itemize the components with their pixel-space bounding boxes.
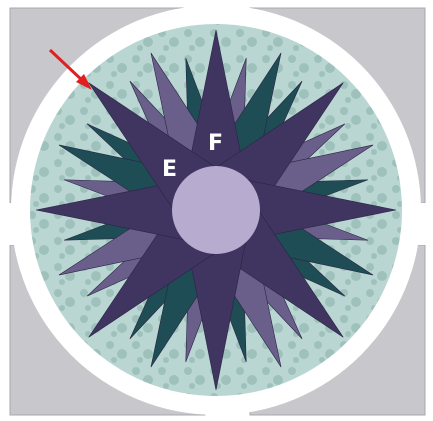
center-circle — [172, 166, 260, 254]
ring-gap-bottom — [206, 392, 246, 421]
label-e: E — [162, 157, 177, 182]
ring-gap-left — [0, 203, 32, 245]
ring-gap-right — [400, 203, 433, 245]
label-f: F — [208, 131, 223, 156]
